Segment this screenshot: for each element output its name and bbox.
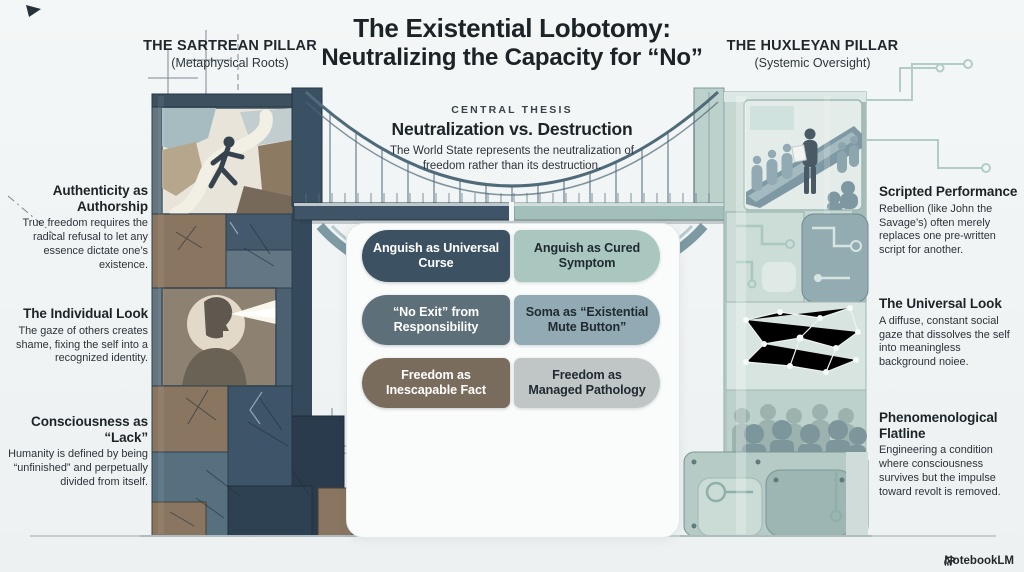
- left-pillar-illustration: [151, 93, 375, 537]
- overseer-figure-icon: [791, 128, 818, 194]
- right-pillar-illustration: [683, 59, 991, 537]
- corner-mark: [26, 5, 41, 17]
- crack-lines: [169, 223, 311, 527]
- foreground-heads-icon: [827, 181, 858, 210]
- pillar-base: [683, 451, 869, 537]
- circuit-block-protruding: [801, 213, 869, 303]
- circuit-panel: [725, 211, 805, 303]
- comparison-panel: [346, 223, 680, 538]
- walking-figure-icon: [208, 136, 245, 189]
- circuit-traces-outer: [866, 59, 991, 173]
- crowd-left-icon: [751, 143, 793, 191]
- walking-figure-panel: [161, 107, 293, 221]
- gaze-head-panel: [161, 287, 277, 387]
- overseer-panel: [743, 99, 863, 211]
- crowd-right-icon: [837, 136, 859, 173]
- suspension-cable: [304, 90, 720, 188]
- network-panel: [725, 301, 867, 391]
- bridge-railing: [305, 193, 710, 204]
- bridge-hangers: [329, 112, 695, 204]
- crowd-silhouettes-icon: [732, 404, 867, 457]
- crowd-panel: [725, 389, 867, 459]
- gaze-head-icon: [182, 297, 276, 386]
- bridge-illustration: [291, 87, 725, 300]
